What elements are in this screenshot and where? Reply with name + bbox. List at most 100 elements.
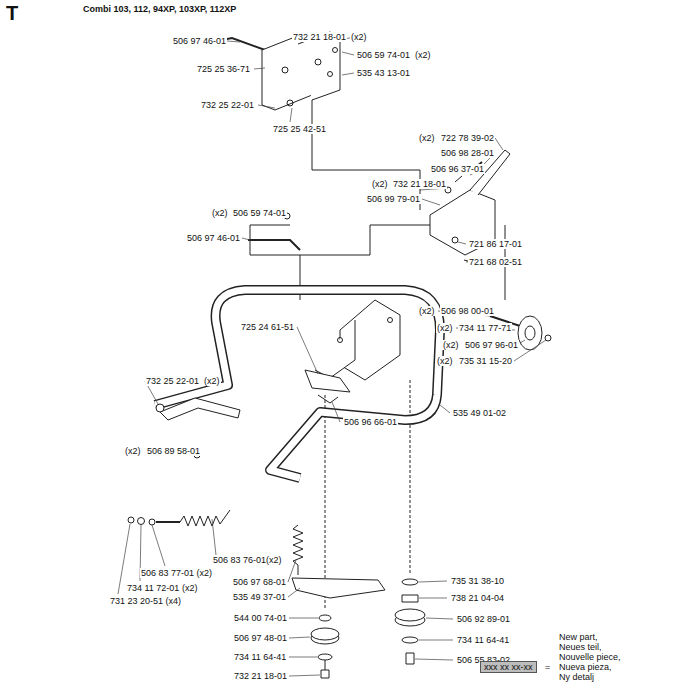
callout-number: 732 21 18-01 <box>292 32 347 42</box>
callout-number: (x2) <box>436 356 454 366</box>
callout-number: 506 97 48-01 <box>233 633 288 643</box>
illustration-line <box>242 238 250 240</box>
illustration-line <box>520 340 525 343</box>
illustration-line <box>300 225 440 255</box>
callout-number: 721 86 17-01 <box>468 239 523 249</box>
illustration-line <box>289 637 310 638</box>
illustration-line <box>332 402 340 422</box>
callout-number: 731 23 20-51 (x4) <box>109 596 182 606</box>
illustration-line <box>452 237 458 243</box>
illustration-line <box>254 68 265 69</box>
illustration-line <box>293 525 303 575</box>
callout-number: 506 97 46-01 <box>172 36 227 46</box>
callout-number: (x2) <box>442 340 460 350</box>
legend-note: Ny detalj <box>558 672 595 682</box>
callout-number: (x2) <box>371 179 389 189</box>
illustration-line <box>292 578 385 598</box>
illustration-line <box>426 618 453 619</box>
illustration-line <box>152 525 165 566</box>
callout-number: 732 25 22-01 <box>145 376 200 386</box>
illustration-line <box>288 560 296 582</box>
illustration-line <box>325 395 326 610</box>
illustration-line <box>342 52 354 55</box>
callout-number: 734 11 64-41 <box>233 652 287 662</box>
callout-number: (x2) <box>350 32 368 42</box>
legend-note: Neues teil, <box>558 642 603 652</box>
callout-number: 506 92 89-01 <box>456 614 511 624</box>
illustration-line <box>297 327 318 374</box>
legend-note: New part, <box>558 632 599 642</box>
callout-number: 506 98 00-01 <box>440 306 495 316</box>
callout-number: 725 25 36-71 <box>196 64 251 74</box>
illustration-line <box>156 521 180 523</box>
callout-number: 506 97 96-01 <box>464 340 519 350</box>
illustration-line <box>458 242 466 244</box>
callout-number: (x2) <box>418 133 436 143</box>
callout-number: 725 25 42-51 <box>272 124 327 134</box>
callout-number: (x2) <box>418 306 436 316</box>
illustration-line <box>321 660 329 678</box>
illustration-line <box>156 404 164 412</box>
leader-lines <box>118 37 546 676</box>
callout-number: 506 97 68-01 <box>232 577 287 587</box>
illustration-line <box>328 72 333 77</box>
illustration-line <box>160 398 240 420</box>
callout-number: 734 11 64-41 <box>456 635 510 645</box>
illustration-line <box>406 653 414 664</box>
illustration-line <box>315 59 321 65</box>
illustration-line <box>128 517 134 523</box>
callout-number: 535 49 01-02 <box>452 408 507 418</box>
illustration-line <box>455 176 462 182</box>
callout-number: 732 21 18-01 <box>392 179 447 189</box>
legend-note: Nueva pieza, <box>558 662 613 672</box>
illustration-line <box>319 615 331 621</box>
callout-number: 506 89 58-01 <box>146 446 201 456</box>
callout-number: 535 43 13-01 <box>356 68 411 78</box>
callout-number: 732 25 22-01 <box>200 100 255 110</box>
illustration-line <box>495 138 503 150</box>
illustration-line <box>388 318 393 323</box>
callout-number: 506 59 74-01 <box>356 50 411 60</box>
callout-number: 506 96 66-01 <box>343 417 398 427</box>
illustration-line <box>180 510 230 526</box>
callout-number: (x2) <box>203 376 221 386</box>
callout-number: (x2) <box>436 323 454 333</box>
callout-number: 738 21 04-04 <box>450 593 505 603</box>
illustration-line <box>402 595 418 602</box>
callout-number: 506 83 77-01 (x2) <box>140 568 213 578</box>
legend-note: Nouvelle piece, <box>558 652 622 662</box>
illustration-line <box>419 640 453 641</box>
illustration-line <box>287 100 293 106</box>
callout-number: 735 31 38-10 <box>450 576 505 586</box>
illustration-line <box>289 675 320 676</box>
callout-number: 506 59 74-01 <box>232 208 287 218</box>
illustration-line <box>289 657 317 658</box>
illustration-line <box>315 320 355 378</box>
illustration-line <box>419 598 447 599</box>
callout-number: 506 99 79-01 <box>366 194 421 204</box>
callout-number: 735 31 15-20 <box>458 356 513 366</box>
callout-number: 535 49 37-01 <box>232 592 287 602</box>
callout-number: 506 96 37-01 <box>430 164 485 174</box>
illustration-line <box>318 395 338 403</box>
callout-number: 732 21 18-01 <box>233 671 288 681</box>
part-outlines <box>128 32 551 678</box>
callout-number: 506 97 46-01 <box>186 233 241 243</box>
illustration-line <box>248 240 300 250</box>
illustration-line <box>222 38 265 50</box>
illustration-line <box>525 326 535 340</box>
illustration-line <box>440 405 450 413</box>
illustration-line <box>410 380 411 575</box>
illustration-line <box>290 108 292 122</box>
diagram-title: Combi 103, 112, 94XP, 103XP, 112XP <box>83 4 236 14</box>
illustration-line <box>338 338 343 343</box>
illustration-line <box>419 581 447 582</box>
illustration-line <box>258 105 275 108</box>
illustration-line <box>311 628 339 640</box>
equals-sign: = <box>544 662 551 672</box>
illustration-line <box>288 588 300 597</box>
callout-number: (x2) <box>414 50 432 60</box>
callout-number: (x2) <box>124 446 142 456</box>
illustration-line <box>318 654 332 660</box>
